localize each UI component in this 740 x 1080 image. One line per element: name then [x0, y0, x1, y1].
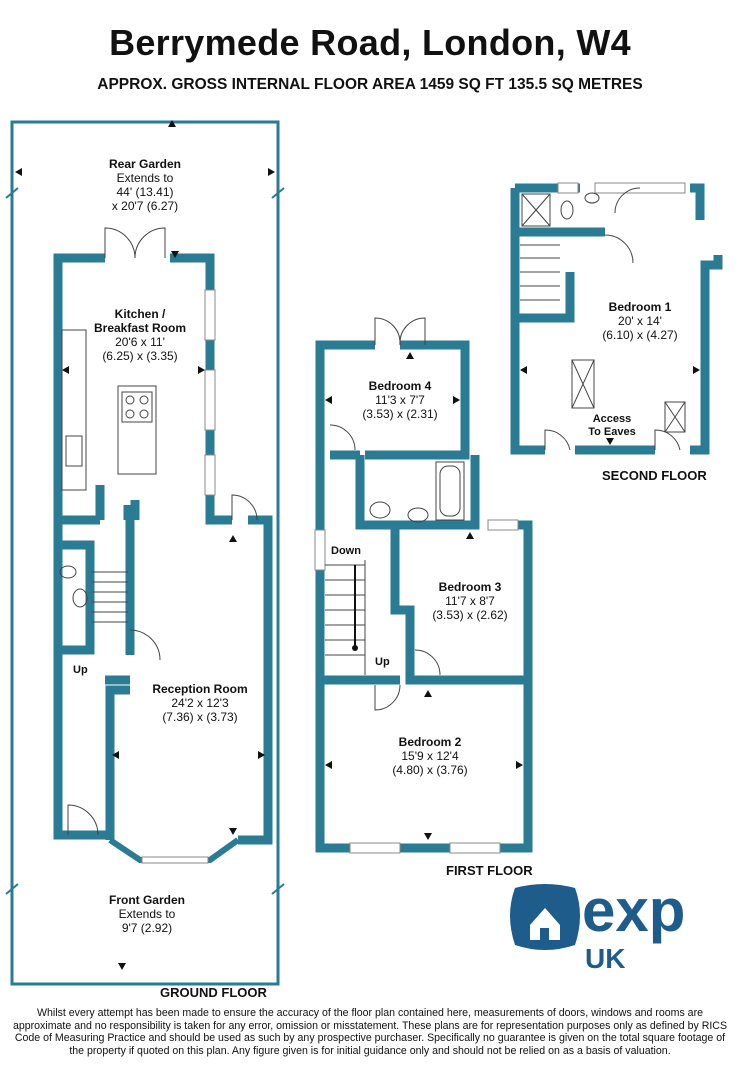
second-floor-stairs [520, 244, 560, 301]
room-bedroom-3: Bedroom 3 11'7 x 8'7 (3.53) x (2.62) [432, 580, 508, 622]
label-down-first: Down [331, 545, 361, 557]
room-bedroom-4: Bedroom 4 11'3 x 7'7 (3.53) x (2.31) [362, 379, 438, 421]
label-up-first: Up [375, 656, 390, 668]
second-floor-walls [510, 183, 723, 455]
room-kitchen: Kitchen / Breakfast Room 20'6 x 11' (6.2… [93, 307, 187, 363]
ground-stairs [92, 571, 128, 623]
logo-brand: exp [582, 877, 686, 944]
kitchen-french-doors [104, 227, 166, 259]
room-rear-garden: Rear Garden Extends to 44' (13.41) x 20'… [108, 157, 182, 213]
second-floor-shower [521, 193, 551, 227]
room-bedroom-2: Bedroom 2 15'9 x 12'4 (4.80) x (3.76) [392, 735, 468, 777]
garden-boundary [10, 120, 280, 986]
label-up-ground: Up [73, 664, 88, 676]
kitchen-island [117, 385, 157, 475]
floor-label-ground: GROUND FLOOR [160, 985, 267, 1000]
kitchen-worktop [61, 329, 87, 491]
logo-region: UK [585, 943, 626, 974]
exp-logo-mark [510, 884, 580, 950]
page-title: Berrymede Road, London, W4 [109, 22, 631, 63]
room-bedroom-1: Bedroom 1 20' x 14' (6.10) x (4.27) [602, 300, 678, 342]
room-front-garden: Front Garden Extends to 9'7 (2.92) [108, 893, 185, 935]
dimension-arrows [15, 120, 700, 970]
first-floor-bath [435, 461, 465, 521]
disclaimer-text: Whilst every attempt has been made to en… [12, 1007, 728, 1057]
reception-walls [105, 500, 273, 845]
first-floor-walls [315, 340, 533, 853]
label-to-eaves: To Eaves [588, 426, 636, 438]
first-floor-stairs [325, 560, 366, 675]
fence-marks [5, 187, 285, 895]
label-access: Access [592, 413, 632, 425]
floor-area-subtitle: APPROX. GROSS INTERNAL FLOOR AREA 1459 S… [97, 76, 643, 93]
floor-label-first: FIRST FLOOR [446, 863, 533, 878]
floor-label-second: SECOND FLOOR [602, 468, 707, 483]
rooflight [571, 359, 595, 409]
room-reception: Reception Room 24'2 x 12'3 (7.36) x (3.7… [152, 682, 248, 724]
